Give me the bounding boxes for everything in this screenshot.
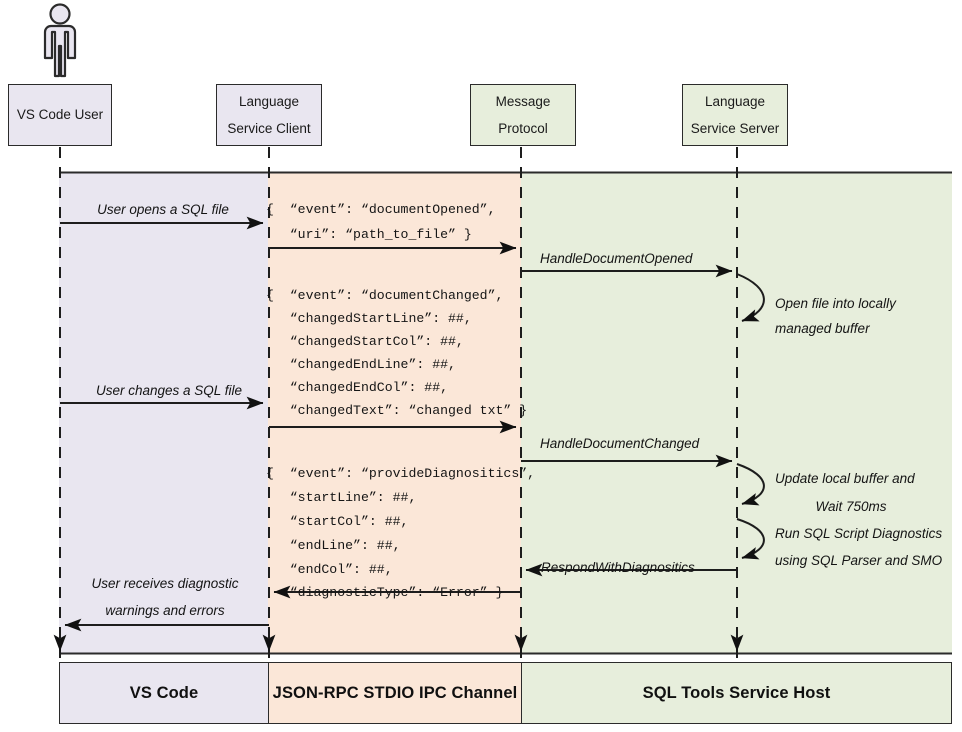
message-label-user-changes-sql-file: User changes a SQL file [95, 383, 243, 398]
self-note-run-diagnostics-line2: using SQL Parser and SMO [775, 553, 943, 568]
participant-label-line1: VS Code User [16, 107, 104, 123]
message-label-handle-document-opened: HandleDocumentOpened [540, 251, 693, 266]
participant-label-line1: Language [238, 94, 300, 109]
actor-body-icon [43, 24, 77, 78]
document-changed-payload-line-6: “changedText”: “changed txt” } [266, 403, 528, 418]
provide-diagnostics-payload-line-5: “endCol”: ##, [266, 562, 393, 577]
footer-box-json-rpc-channel[interactable]: JSON-RPC STDIO IPC Channel [268, 662, 522, 724]
footer-box-vs-code[interactable]: VS Code [59, 662, 269, 724]
self-note-open-file-line2: managed buffer [775, 321, 870, 336]
provide-diagnostics-payload-line-2: “startLine”: ##, [266, 490, 417, 505]
participant-box-message-protocol[interactable]: Message Protocol [470, 84, 576, 146]
participant-box-language-service-client[interactable]: Language Service Client [216, 84, 322, 146]
participant-label-line2: Service Client [227, 120, 311, 136]
document-changed-payload-line-2: “changedStartLine”: ##, [266, 311, 472, 326]
document-opened-payload-line-1: { “event”: “documentOpened”, [266, 202, 496, 217]
message-label-user-opens-sql-file: User opens a SQL file [97, 202, 229, 217]
self-note-open-file-line1: Open file into locally [775, 296, 896, 311]
document-changed-payload-line-1: { “event”: “documentChanged”, [266, 288, 504, 303]
provide-diagnostics-payload-line-3: “startCol”: ##, [266, 514, 409, 529]
band-ipc [268, 172, 521, 653]
participant-box-vs-code-user[interactable]: VS Code User [8, 84, 112, 146]
participant-label-line2: Service Server [690, 120, 780, 136]
provide-diagnostics-payload-line-4: “endLine”: ##, [266, 538, 401, 553]
document-changed-payload-line-5: “changedEndCol”: ##, [266, 380, 449, 395]
message-label-respond-with-diagnositics: RespondWithDiagnositics [541, 560, 695, 575]
footer-box-sql-tools-service-host[interactable]: SQL Tools Service Host [521, 662, 952, 724]
footer-label: JSON-RPC STDIO IPC Channel [272, 683, 518, 702]
participant-label-line2: Protocol [498, 120, 548, 136]
participant-label-line1: Message [495, 94, 551, 109]
document-changed-payload-line-4: “changedEndLine”: ##, [266, 357, 456, 372]
band-vscode [59, 172, 268, 653]
participant-label-line1: Language [704, 94, 766, 109]
provide-diagnostics-payload-line-1: { “event”: “provideDiagnositics”, [266, 466, 536, 481]
self-note-update-buffer-line2: Wait 750ms [815, 499, 887, 514]
self-note-update-buffer-line1: Update local buffer and [775, 471, 915, 486]
document-changed-payload-line-3: “changedStartCol”: ##, [266, 334, 464, 349]
footer-label: VS Code [129, 683, 199, 702]
participant-box-language-service-server[interactable]: Language Service Server [682, 84, 788, 146]
message-label-user-receives-diagnostics-line1: User receives diagnostic [91, 576, 239, 591]
message-label-user-receives-diagnostics-line2: warnings and errors [105, 603, 225, 618]
provide-diagnostics-payload-line-6: “diagnosticType”: “Error” } [266, 585, 504, 600]
self-note-run-diagnostics-line1: Run SQL Script Diagnostics [775, 526, 943, 541]
footer-label: SQL Tools Service Host [642, 683, 831, 702]
message-label-handle-document-changed: HandleDocumentChanged [540, 436, 700, 451]
vs-code-user-actor-icon [43, 3, 77, 78]
document-opened-payload-line-2: “uri”: “path_to_file” } [266, 227, 472, 242]
actor-head-icon [49, 3, 71, 25]
